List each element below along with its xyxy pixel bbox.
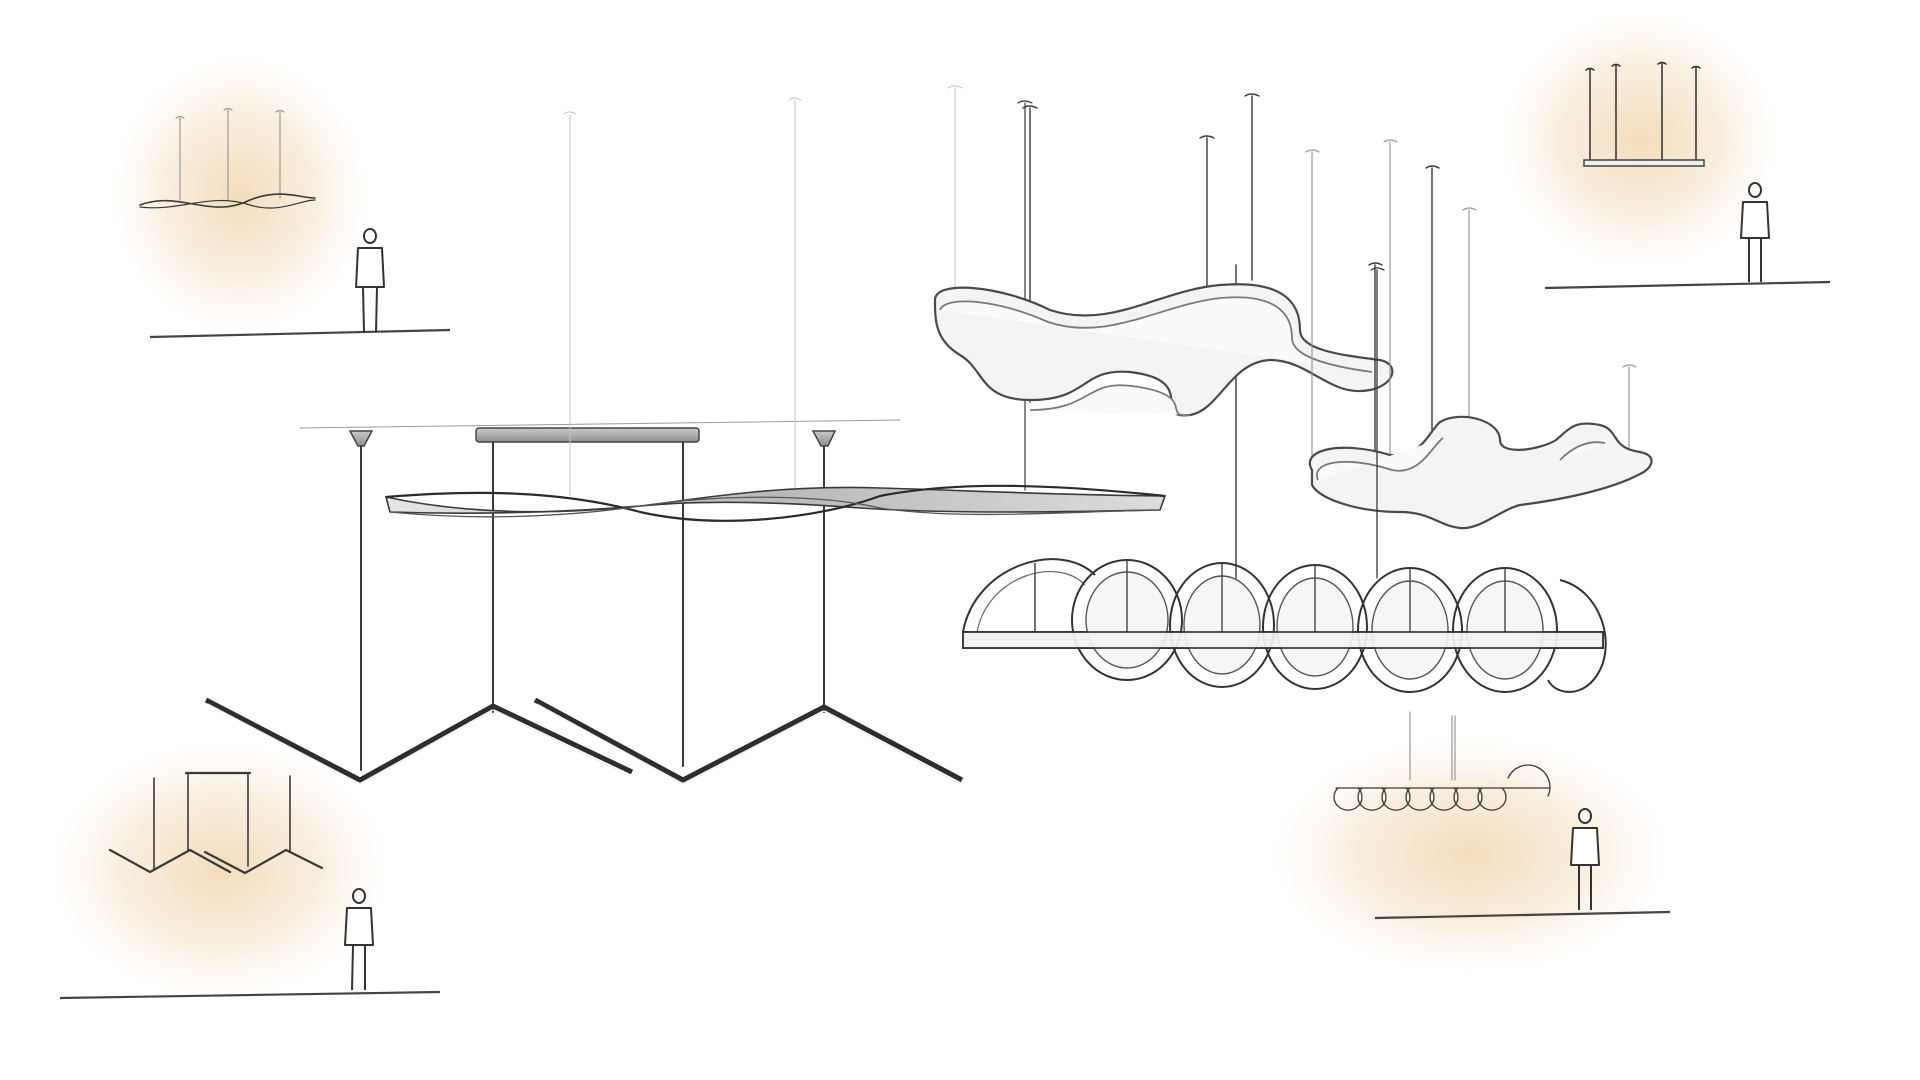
person-figure-icon bbox=[1740, 182, 1770, 282]
spiral-ring-linear-pendant bbox=[962, 267, 1607, 693]
zigzag-scale-vignette bbox=[50, 740, 441, 1000]
spiral-scale-vignette bbox=[1270, 711, 1671, 975]
person-figure-icon bbox=[355, 228, 385, 333]
linear-bar-scale-vignette bbox=[1500, 10, 1831, 290]
warm-glow bbox=[110, 55, 370, 335]
ground-line bbox=[149, 328, 451, 339]
warm-glow bbox=[1500, 10, 1780, 270]
ground-line bbox=[1374, 910, 1671, 920]
person-figure-icon bbox=[344, 888, 374, 991]
ribbon-scale-vignette bbox=[110, 55, 451, 339]
organic-loop-pendant-small bbox=[1305, 139, 1653, 530]
warm-glow bbox=[50, 740, 390, 1000]
ground-line bbox=[1544, 280, 1831, 290]
person-figure-icon bbox=[1570, 808, 1600, 910]
warm-glow bbox=[1270, 735, 1670, 975]
ground-line bbox=[59, 990, 441, 1000]
twisted-ribbon-pendant bbox=[384, 97, 1167, 522]
zigzag-linear-pendant bbox=[204, 419, 964, 785]
organic-loop-pendant-large bbox=[933, 85, 1394, 579]
